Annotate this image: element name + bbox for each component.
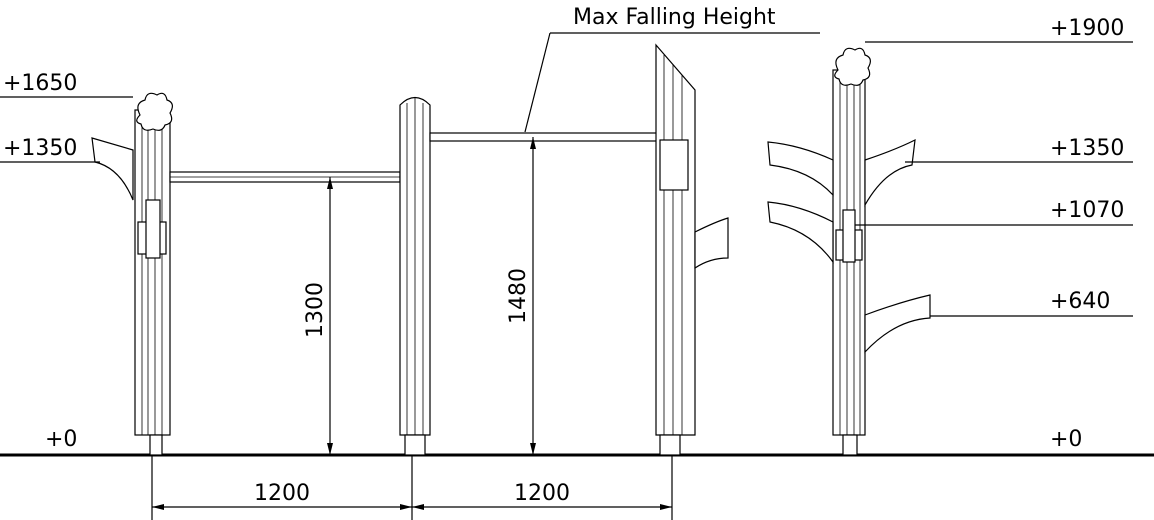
level-right-top: +1900 bbox=[1050, 16, 1124, 41]
level-right-fin-high: +1350 bbox=[1050, 136, 1124, 161]
right-post bbox=[767, 47, 931, 456]
svg-text:1300: 1300 bbox=[303, 282, 328, 338]
level-right-fin-low: +640 bbox=[1050, 289, 1110, 314]
high-bar bbox=[429, 132, 659, 142]
level-right-ground: +0 bbox=[1050, 427, 1082, 452]
span-1-label: 1200 bbox=[254, 481, 310, 506]
left-post bbox=[91, 92, 173, 456]
slanted-panel bbox=[655, 43, 729, 456]
dimension-1300: 1300 bbox=[303, 177, 333, 455]
span-2-label: 1200 bbox=[514, 481, 570, 506]
level-left-fin: +1350 bbox=[3, 136, 77, 161]
svg-text:1480: 1480 bbox=[506, 268, 531, 324]
max-falling-height-label: Max Falling Height bbox=[573, 5, 776, 30]
level-left-ground: +0 bbox=[45, 427, 77, 452]
dimension-1480: 1480 bbox=[506, 137, 536, 455]
level-right-fin-mid: +1070 bbox=[1050, 198, 1124, 223]
middle-post bbox=[399, 96, 431, 456]
span-dimensions: 1200 1200 bbox=[151, 455, 673, 520]
level-left-top: +1650 bbox=[3, 71, 77, 96]
